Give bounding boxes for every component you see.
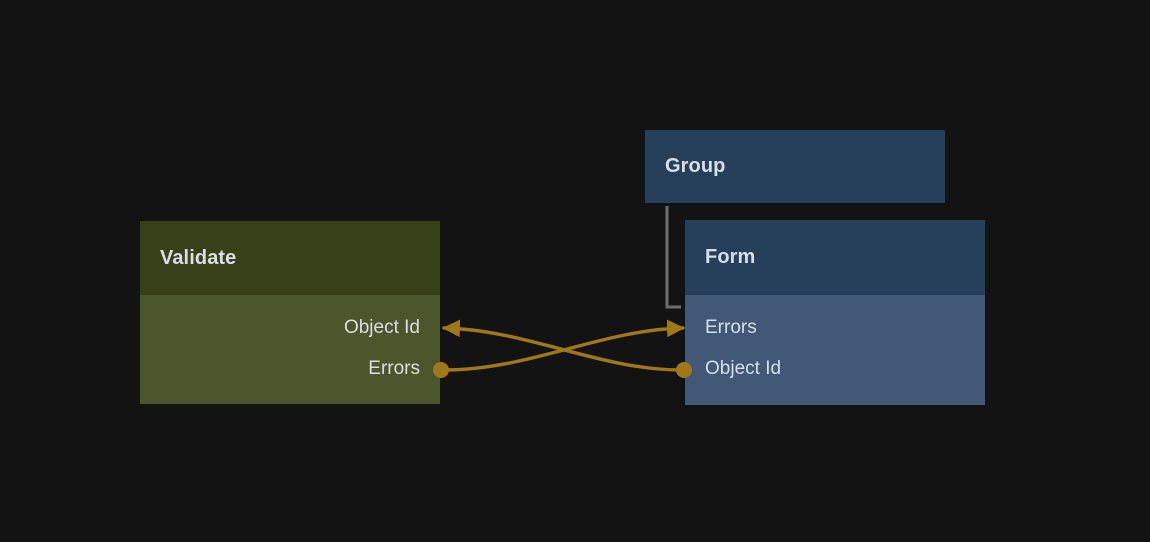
port-label-validate-object-id: Object Id — [343, 316, 420, 338]
node-group-title: Group — [665, 155, 726, 177]
group-to-form-bracket — [665, 206, 681, 309]
node-validate-body: Object Id Errors — [140, 295, 440, 404]
node-form[interactable]: Form Errors Object Id — [685, 220, 985, 405]
node-validate-title: Validate — [160, 246, 237, 269]
node-validate-header[interactable]: Validate — [140, 221, 440, 295]
edge-form-objectid-to-validate-objectid — [442, 319, 692, 378]
node-form-title: Form — [705, 246, 756, 268]
port-row-validate-object-id[interactable]: Object Id — [160, 307, 420, 348]
edge-validate-errors-to-form-errors — [433, 319, 685, 378]
node-form-body: Errors Object Id — [685, 295, 985, 405]
port-label-form-errors: Errors — [705, 316, 757, 338]
node-group-header[interactable]: Group — [645, 130, 945, 203]
node-validate[interactable]: Validate Object Id Errors — [140, 221, 440, 404]
node-form-header[interactable]: Form — [685, 220, 985, 295]
port-row-validate-errors[interactable]: Errors — [160, 348, 420, 389]
node-group[interactable]: Group — [645, 130, 945, 203]
port-label-form-object-id: Object Id — [705, 357, 782, 379]
port-label-validate-errors: Errors — [368, 357, 420, 379]
port-row-form-errors[interactable]: Errors — [705, 307, 965, 348]
port-row-form-object-id[interactable]: Object Id — [705, 348, 965, 389]
